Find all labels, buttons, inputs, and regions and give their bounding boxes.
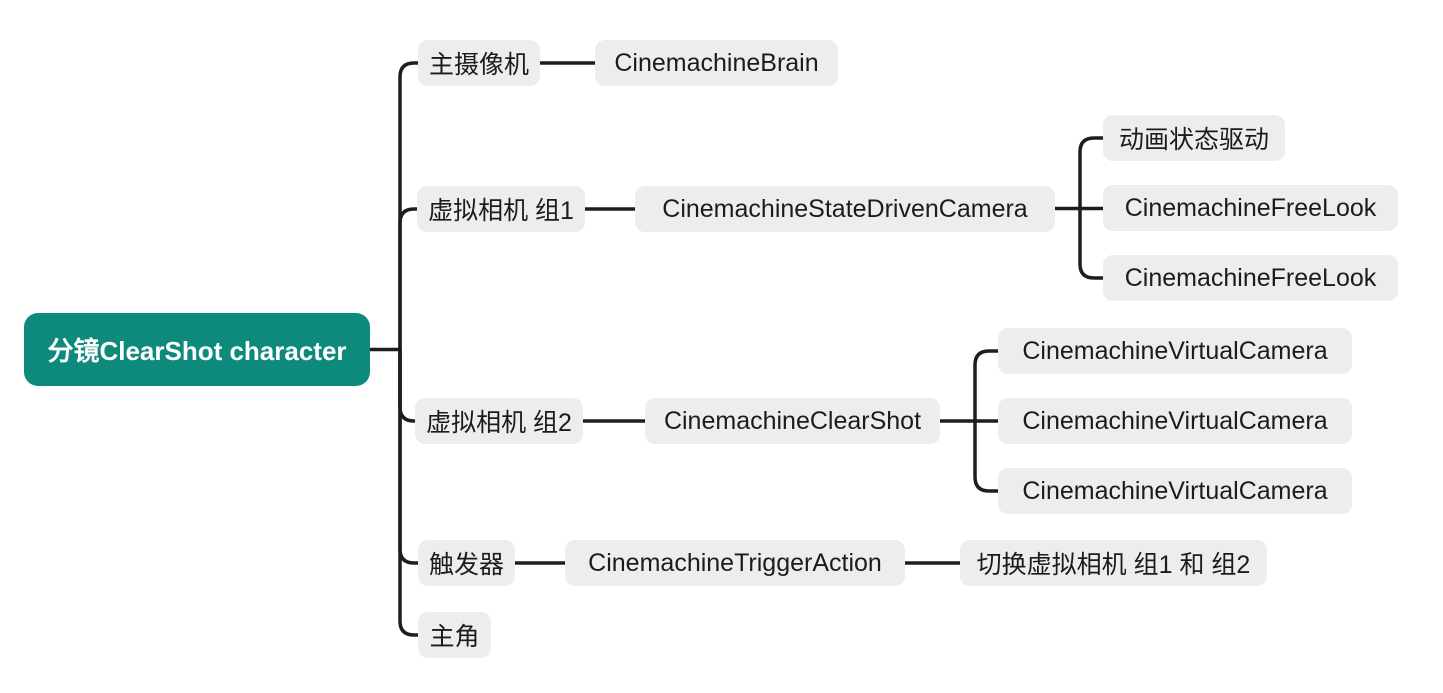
connector-branch-virtual-group-1: [398, 207, 419, 352]
node-protagonist[interactable]: 主角: [418, 612, 491, 658]
connector-statedriven-child-3: [1078, 206, 1105, 280]
node-trigger-action[interactable]: CinemachineTriggerAction: [565, 540, 905, 586]
connector-branch-trigger: [398, 347, 420, 565]
node-main-camera[interactable]: 主摄像机: [418, 40, 540, 86]
node-virtual-camera-1[interactable]: CinemachineVirtualCamera: [998, 328, 1352, 374]
node-virtual-camera-2[interactable]: CinemachineVirtualCamera: [998, 398, 1352, 444]
node-virtual-group-2[interactable]: 虚拟相机 组2: [415, 398, 583, 444]
node-trigger[interactable]: 触发器: [418, 540, 515, 586]
connector-branch-main-camera: [398, 61, 420, 352]
node-freelook-2[interactable]: CinemachineFreeLook: [1103, 255, 1398, 301]
node-cinemachine-brain[interactable]: CinemachineBrain: [595, 40, 838, 86]
node-anim-state-driver[interactable]: 动画状态驱动: [1103, 115, 1285, 161]
connector-branch-virtual-group-2: [398, 347, 417, 423]
connector-clearshot-child-3: [973, 419, 1000, 493]
connector-branch-protagonist: [398, 347, 420, 637]
node-clearshot[interactable]: CinemachineClearShot: [645, 398, 940, 444]
node-virtual-group-1[interactable]: 虚拟相机 组1: [417, 186, 585, 232]
node-state-driven-camera[interactable]: CinemachineStateDrivenCamera: [635, 186, 1055, 232]
connector-statedriven-child-1: [1078, 136, 1105, 211]
node-switch-cameras[interactable]: 切换虚拟相机 组1 和 组2: [960, 540, 1267, 586]
connector-clearshot-child-1: [973, 349, 1000, 423]
node-freelook-1[interactable]: CinemachineFreeLook: [1103, 185, 1398, 231]
node-virtual-camera-3[interactable]: CinemachineVirtualCamera: [998, 468, 1352, 514]
root-node[interactable]: 分镜ClearShot character: [24, 313, 370, 386]
